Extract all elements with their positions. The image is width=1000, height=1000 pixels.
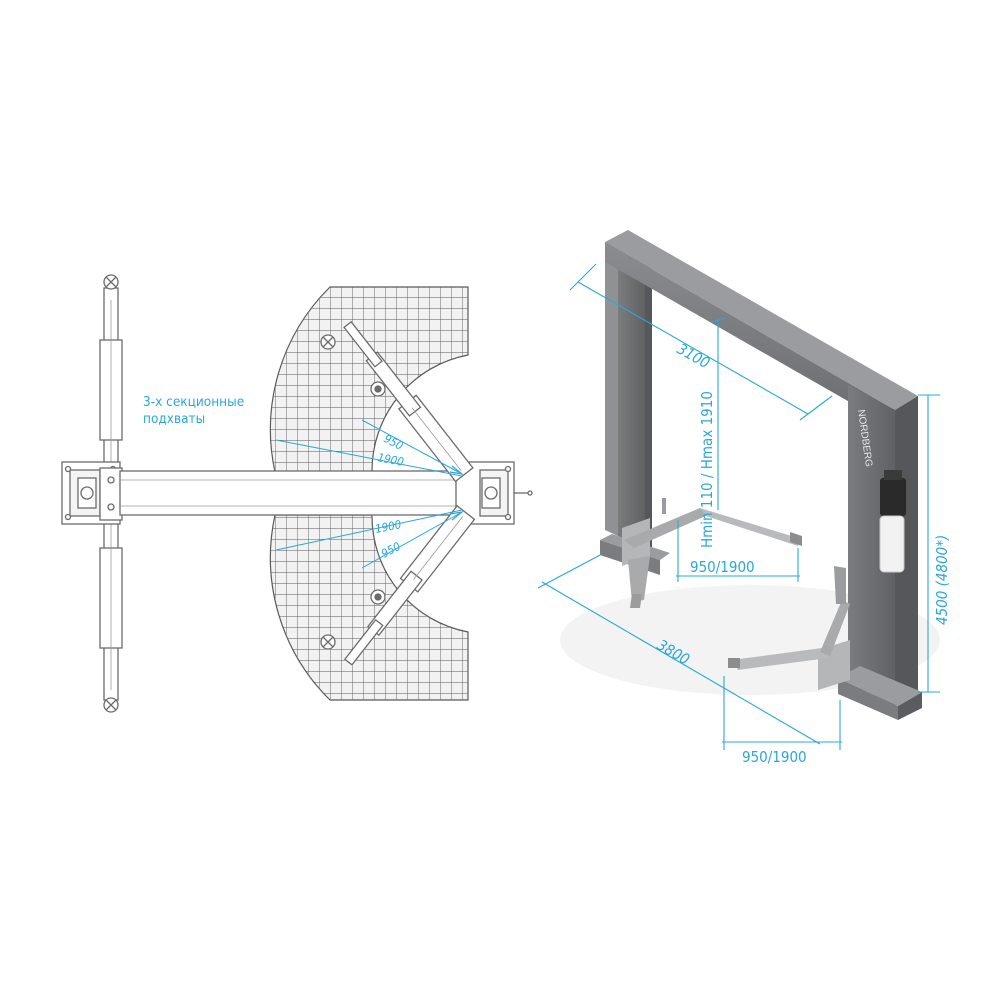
- overhead-beam: [119, 470, 466, 516]
- perspective-dimensions: [537, 263, 940, 750]
- dim-arm-front: 950/1900: [742, 748, 807, 766]
- top-view-annotation-line2: подхваты: [143, 411, 205, 427]
- oil-reservoir: [879, 515, 905, 573]
- dim-arm-rear: 950/1900: [690, 558, 755, 576]
- dim-width: 3100: [674, 340, 713, 372]
- top-view-annotation-line1: 3-х секционные: [143, 394, 244, 410]
- power-unit-motor: [880, 478, 906, 516]
- dim-lower-short: 950: [379, 539, 403, 561]
- rear-arms-3d: [622, 498, 802, 608]
- left-base: [61, 461, 123, 525]
- right-arms: [320, 320, 476, 666]
- dim-upper-long: 1900: [376, 450, 405, 469]
- top-view: 3-х секционные подхваты 950 1900 1900 95…: [61, 274, 533, 713]
- front-column: NORDBERG: [838, 385, 922, 720]
- front-arms-3d: [728, 566, 850, 690]
- overhead-beam-3d: [605, 230, 918, 428]
- dim-lower-long: 1900: [374, 517, 403, 536]
- left-arms: [99, 274, 123, 713]
- rear-column: [600, 242, 670, 575]
- top-view-dimensions: [275, 419, 465, 569]
- dim-height-range: Hmin 110 / Hmax 1910: [698, 391, 716, 548]
- dim-total-height: 4500 (4800*): [933, 535, 951, 625]
- perspective-view: NORDBERG: [537, 230, 951, 766]
- dim-upper-short: 950: [382, 431, 406, 453]
